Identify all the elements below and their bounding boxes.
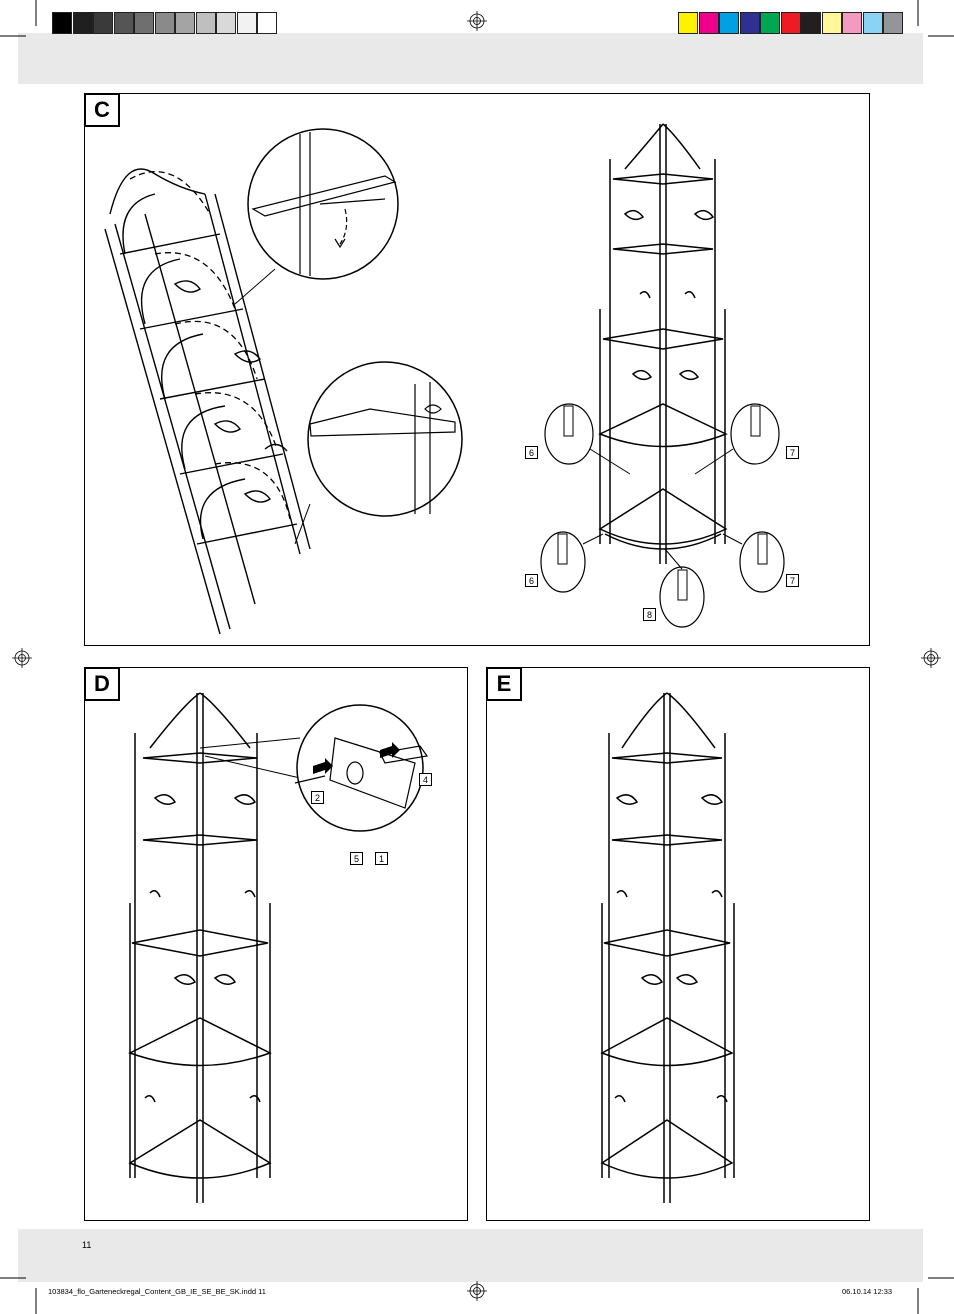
header-band — [18, 33, 923, 84]
color-swatch — [72, 12, 93, 34]
color-swatch — [195, 12, 216, 34]
finished-shelf-illustration — [600, 692, 735, 1203]
shelf-assembly-illustration — [104, 128, 463, 635]
panel-c-label: C — [84, 93, 120, 127]
color-swatch — [154, 12, 175, 34]
color-swatch — [134, 12, 154, 34]
file-timestamp: 06.10.14 12:33 — [842, 1287, 893, 1296]
panel-d-label: D — [84, 667, 120, 701]
color-swatch — [216, 12, 236, 34]
registration-mark-icon — [12, 11, 941, 1301]
wall-mount-illustration — [128, 692, 429, 1203]
part-tag-8: 8 — [643, 608, 656, 621]
color-swatch — [862, 12, 883, 34]
color-swatch — [719, 12, 739, 34]
color-swatch — [801, 12, 821, 34]
color-swatch — [93, 12, 113, 34]
corner-shelf-front-view — [540, 123, 785, 628]
part-tag-1: 1 — [375, 852, 388, 865]
file-slug: 103834_flo_Garteneckregal_Content_GB_IE_… — [48, 1287, 266, 1296]
part-tag-7: 7 — [786, 446, 799, 459]
panel-e-label: E — [486, 667, 522, 701]
color-swatch — [678, 12, 698, 34]
part-tag-7: 7 — [786, 574, 799, 587]
part-tag-6: 6 — [525, 446, 538, 459]
panel-c: C — [84, 93, 870, 646]
color-swatch — [236, 12, 257, 34]
footer-band — [18, 1229, 923, 1282]
color-swatch — [257, 12, 277, 34]
color-swatch — [52, 12, 72, 34]
part-tag-6: 6 — [525, 574, 538, 587]
color-swatch — [739, 12, 760, 34]
color-swatch — [698, 12, 719, 34]
color-swatch — [842, 12, 862, 34]
color-swatch — [175, 12, 195, 34]
part-tag-2: 2 — [311, 791, 324, 804]
color-swatch — [113, 12, 134, 34]
panel-e: E — [486, 667, 870, 1221]
part-tag-5: 5 — [350, 852, 363, 865]
panel-d: D — [84, 667, 468, 1221]
color-swatch — [821, 12, 842, 34]
page-number: 11 — [82, 1240, 92, 1250]
color-swatch — [760, 12, 780, 34]
part-tag-4: 4 — [419, 773, 432, 786]
color-swatch — [780, 12, 801, 34]
color-swatch — [883, 12, 903, 34]
